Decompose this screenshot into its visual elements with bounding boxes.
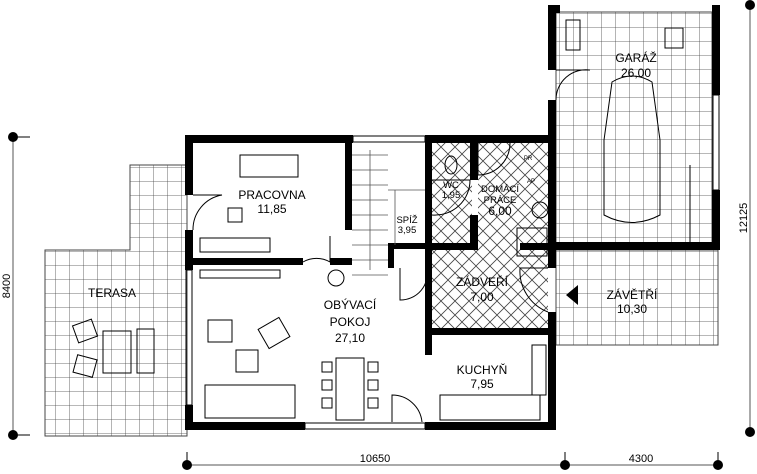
room-terasa-name: TERASA xyxy=(88,286,136,300)
room-domaci-prace-area: 6,00 xyxy=(488,204,512,218)
room-wc-name: WC xyxy=(443,180,459,191)
utility-floor xyxy=(478,143,548,250)
staircase xyxy=(352,150,425,276)
room-pracovna-name: PRACOVNA xyxy=(238,188,305,202)
windows xyxy=(185,94,720,430)
dimension-right: 12125 xyxy=(738,203,750,234)
zavetri-floor xyxy=(555,249,719,346)
room-zavetri-name: ZÁVĚTŘÍ xyxy=(607,287,658,302)
room-spiz-name: SPÍŽ xyxy=(396,215,417,226)
garage-floor xyxy=(555,11,713,251)
dimension-lines xyxy=(8,0,755,470)
room-obyvaci-area: 27,10 xyxy=(335,331,365,345)
room-wc-area: 1,95 xyxy=(442,190,461,201)
room-zadveri-area: 7,00 xyxy=(470,290,494,304)
room-kuchyn-area: 7,95 xyxy=(470,377,494,391)
terrace-floor xyxy=(44,164,188,437)
room-zadveri-name: ZÁDVEŘÍ xyxy=(456,274,509,289)
appliance-label-ap: AP xyxy=(527,179,535,185)
room-obyvaci-name1: OBÝVACÍ xyxy=(324,297,377,312)
appliance-label-pr: PR xyxy=(524,156,533,162)
zadveri-floor xyxy=(432,250,548,330)
room-domaci-prace-name2: PRÁCE xyxy=(484,195,517,206)
room-domaci-prace-name1: DOMÁCÍ xyxy=(481,184,519,195)
room-obyvaci-name2: POKOJ xyxy=(330,315,371,329)
wc-floor xyxy=(432,143,472,250)
room-garaz-area: 26,00 xyxy=(621,66,651,80)
dimension-bottom-garage: 4300 xyxy=(629,453,653,465)
room-zavetri-area: 10,30 xyxy=(617,302,647,316)
dimension-bottom-main: 10650 xyxy=(360,453,391,465)
furniture xyxy=(71,19,691,421)
room-kuchyn-name: KUCHYŇ xyxy=(457,362,508,377)
room-spiz-area: 3,95 xyxy=(398,225,417,236)
room-garaz-name: GARÁŽ xyxy=(615,50,656,65)
doors xyxy=(192,69,591,423)
entrance-arrow-icon xyxy=(566,285,578,305)
room-pracovna-area: 11,85 xyxy=(257,202,286,216)
walls xyxy=(185,5,720,430)
dimension-left: 8400 xyxy=(1,274,13,298)
